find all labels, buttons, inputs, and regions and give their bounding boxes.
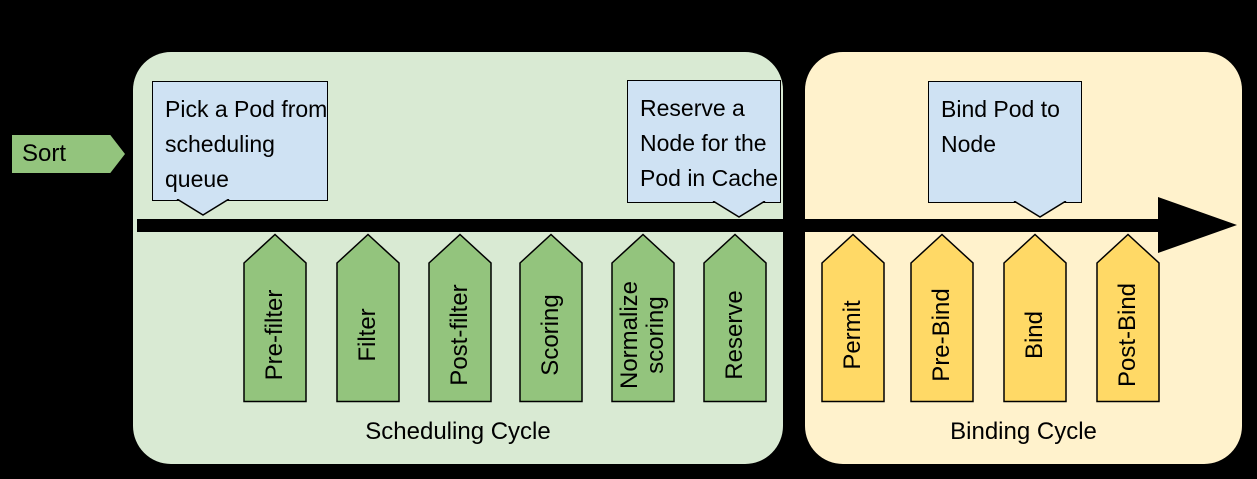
- extension-point-reserve: Reserve: [703, 233, 767, 403]
- chevron-up-shape: [519, 233, 583, 403]
- callout-reserve-node: Reserve a Node for the Pod in Cache: [627, 80, 781, 203]
- timeline-arrowhead-icon: [1158, 197, 1237, 253]
- chevron-up-shape: [243, 233, 307, 403]
- extension-point-label: Reserve: [721, 290, 748, 380]
- chevron-up-shape: [1003, 233, 1067, 403]
- extension-point-post-filter: Post-filter: [428, 233, 492, 403]
- chevron-up-shape: [611, 233, 675, 403]
- extension-point-label: Pre-filter: [261, 289, 288, 381]
- extension-point-filter: Filter: [336, 233, 400, 403]
- chevron-up-shape: [821, 233, 885, 403]
- extension-point-bind: Bind: [1003, 233, 1067, 403]
- chevron-up-shape: [1096, 233, 1160, 403]
- extension-point-normalize-scoring: Normalize scoring: [611, 233, 675, 403]
- callout-pick-pod-tail: [176, 199, 230, 216]
- extension-point-label: Normalize scoring: [616, 280, 669, 390]
- extension-point-label: Permit: [839, 300, 866, 370]
- extension-point-label: Pre-Bind: [928, 288, 955, 382]
- chevron-up-shape: [428, 233, 492, 403]
- sort-arrow: Sort: [12, 135, 125, 173]
- extension-point-label: Bind: [1021, 310, 1048, 360]
- chevron-up-shape: [910, 233, 974, 403]
- extension-point-post-bind: Post-Bind: [1096, 233, 1160, 403]
- extension-point-label: Filter: [354, 308, 381, 362]
- callout-reserve-node-tail: [712, 201, 766, 218]
- extension-point-pre-bind: Pre-Bind: [910, 233, 974, 403]
- timeline-arrow-line: [137, 219, 1161, 232]
- callout-pick-pod: Pick a Pod from scheduling queue: [152, 81, 328, 201]
- scheduling-cycle-title: Scheduling Cycle: [365, 418, 551, 445]
- chevron-up-shape: [336, 233, 400, 403]
- extension-point-scoring: Scoring: [519, 233, 583, 403]
- sort-label: Sort: [22, 140, 67, 167]
- binding-cycle-title: Binding Cycle: [950, 418, 1097, 445]
- callout-bind-pod-tail: [1013, 201, 1067, 218]
- extension-point-permit: Permit: [821, 233, 885, 403]
- extension-point-label: Scoring: [537, 294, 564, 376]
- extension-point-label: Post-Bind: [1114, 282, 1141, 388]
- callout-bind-pod: Bind Pod to Node: [928, 81, 1082, 203]
- extension-point-pre-filter: Pre-filter: [243, 233, 307, 403]
- chevron-up-shape: [703, 233, 767, 403]
- extension-point-label: Post-filter: [446, 284, 473, 386]
